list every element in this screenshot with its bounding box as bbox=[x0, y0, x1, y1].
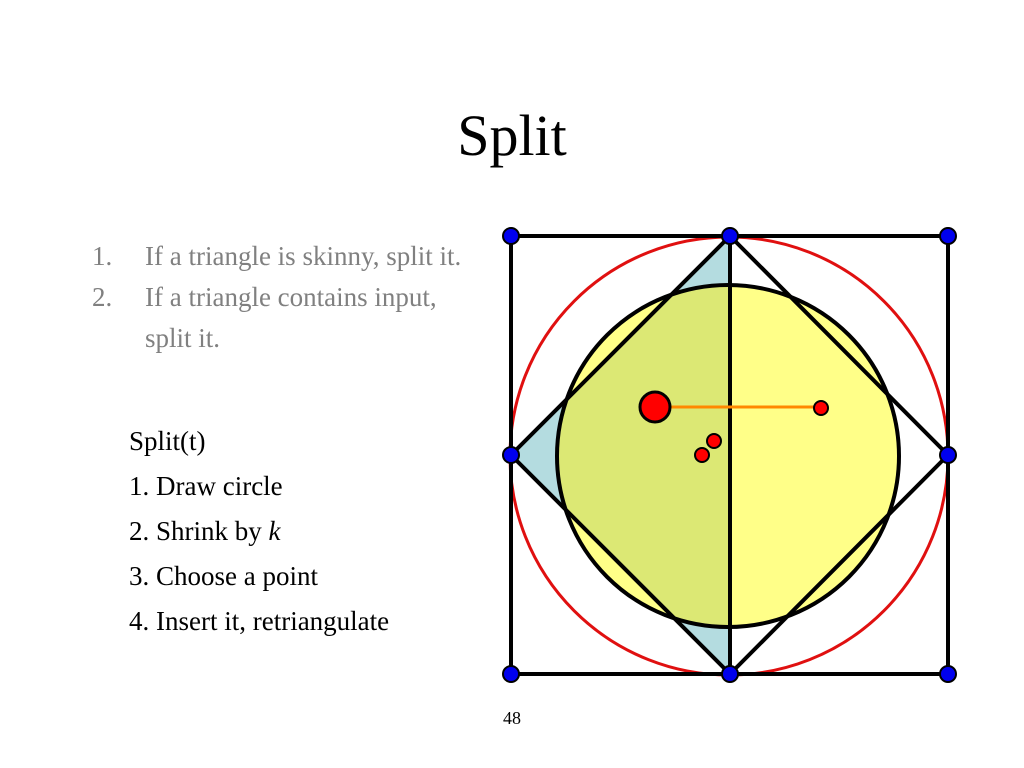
rule-number: 1. bbox=[92, 241, 113, 271]
step-text: 2. Shrink by bbox=[129, 516, 269, 546]
rule-text: If a triangle contains input, split it. bbox=[145, 282, 437, 353]
vertex bbox=[939, 446, 957, 464]
vertex bbox=[502, 446, 520, 464]
red-point bbox=[813, 400, 829, 416]
step-item: 1. Draw circle bbox=[129, 464, 489, 509]
step-item: 2. Shrink by k bbox=[129, 509, 489, 554]
vertex bbox=[721, 227, 739, 245]
steps-heading: Split(t) bbox=[129, 426, 206, 456]
step-item: 3. Choose a point bbox=[129, 554, 489, 599]
vertex bbox=[502, 665, 520, 683]
vertex bbox=[721, 665, 739, 683]
vertex bbox=[939, 665, 957, 683]
slide-title: Split bbox=[457, 103, 567, 168]
red-point bbox=[694, 447, 710, 463]
split-steps: Split(t) 1. Draw circle 2. Shrink by k 3… bbox=[129, 419, 489, 644]
rule-text: If a triangle is skinny, split it. bbox=[145, 241, 462, 271]
rules-list: 1. If a triangle is skinny, split it. 2.… bbox=[92, 236, 472, 359]
step-text: 4. Insert it, retriangulate bbox=[129, 606, 390, 636]
page-number: 48 bbox=[503, 708, 521, 728]
step-text: 3. Choose a point bbox=[129, 561, 318, 591]
step-text: 1. Draw circle bbox=[129, 471, 283, 501]
step-item: 4. Insert it, retriangulate bbox=[129, 599, 489, 644]
large-red-point bbox=[638, 390, 672, 424]
rule-item: 2. If a triangle contains input, split i… bbox=[92, 277, 472, 359]
vertex bbox=[502, 227, 520, 245]
vertex bbox=[939, 227, 957, 245]
rule-number: 2. bbox=[92, 282, 113, 312]
red-point bbox=[706, 433, 722, 449]
rule-item: 1. If a triangle is skinny, split it. bbox=[92, 236, 472, 277]
step-emphasis: k bbox=[268, 516, 281, 546]
